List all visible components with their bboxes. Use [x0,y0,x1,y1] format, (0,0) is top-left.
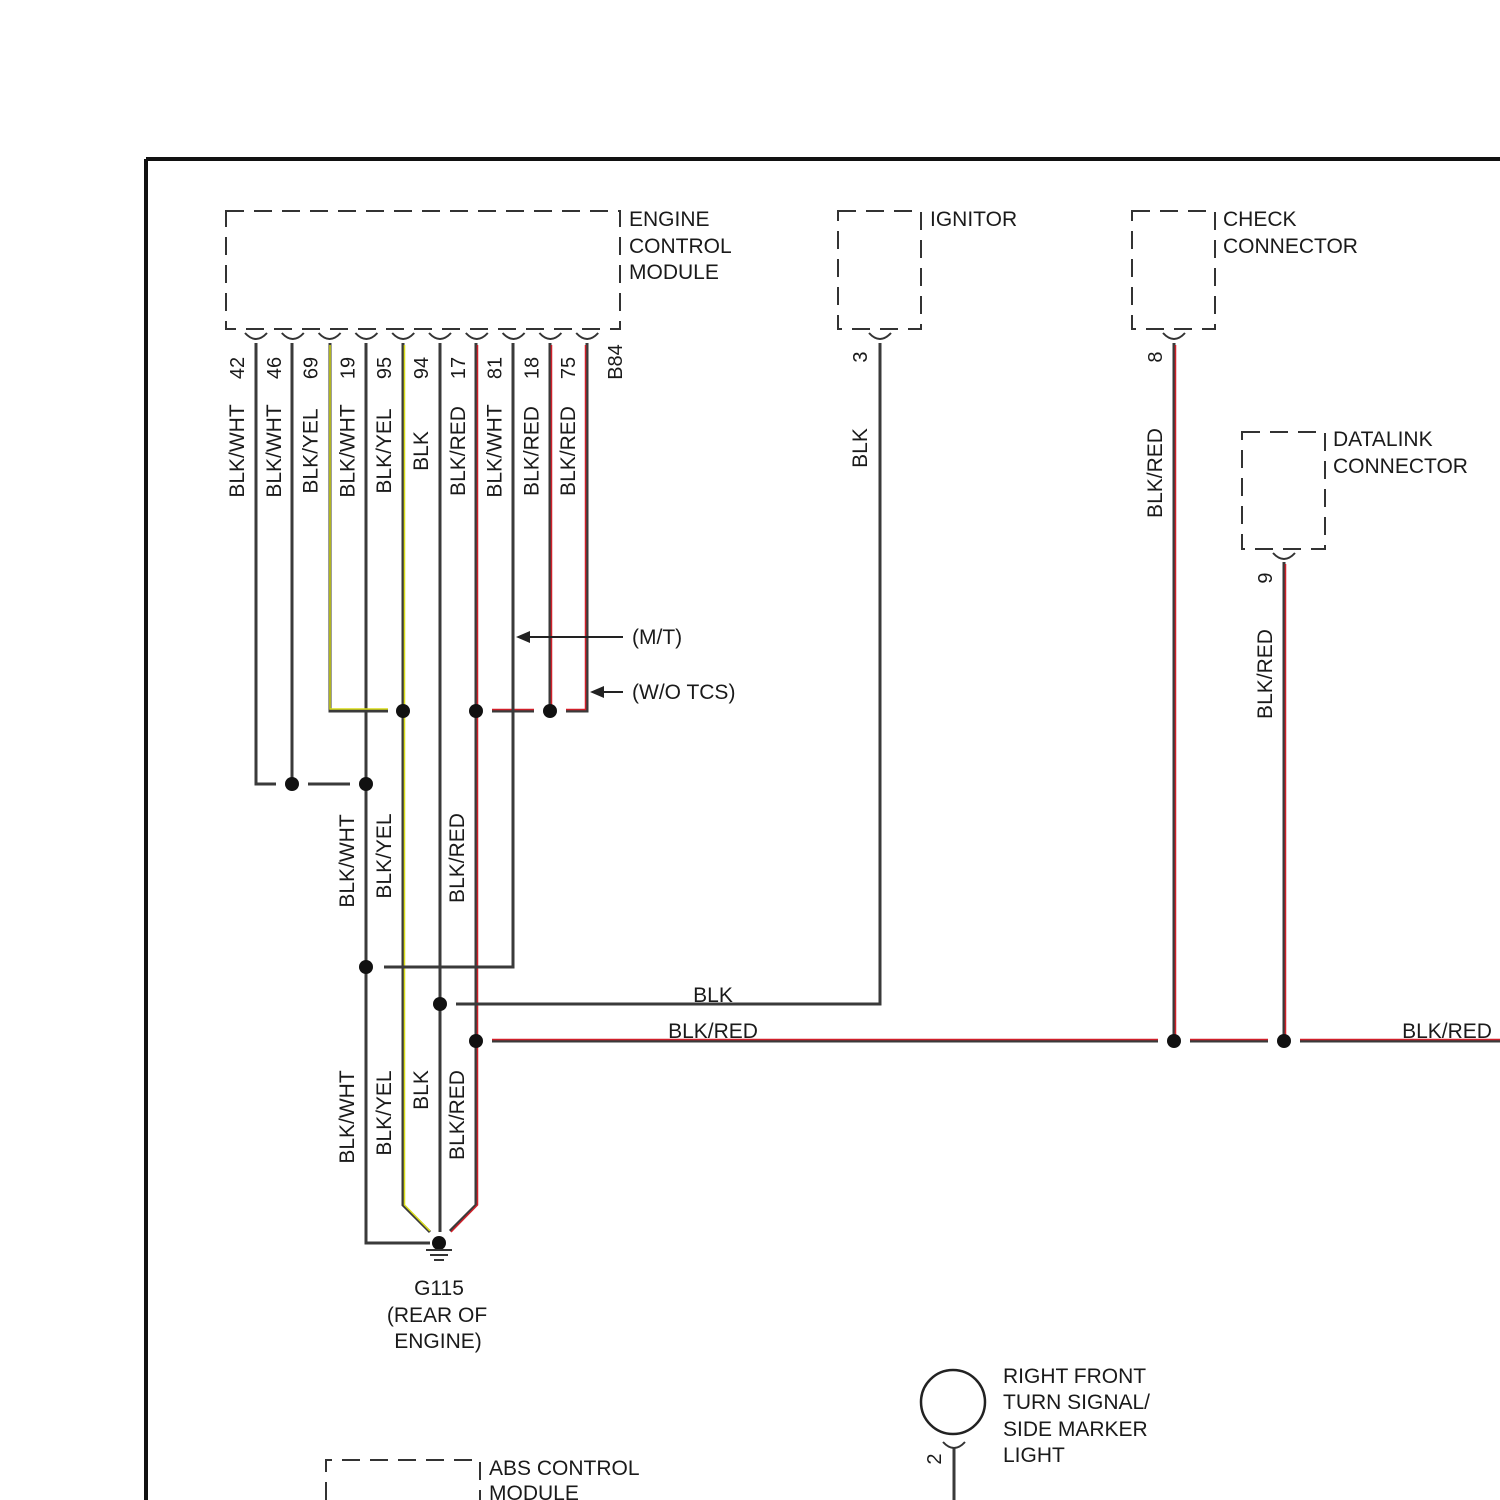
light-bulb-icon [921,1370,985,1434]
arrow-wotcs-head [590,686,604,698]
note-mt-text: (M/T) [632,626,682,649]
splice-dot [433,997,447,1011]
datalink-connector-box [1242,432,1325,549]
ecm-pin-number: 95 [374,357,396,379]
ecm-wire-label: BLK/WHT [226,404,249,498]
splice-dot [469,704,483,718]
ecm-pin-number: 75 [558,357,580,379]
check-wire-label: BLK/RED [1144,428,1167,518]
ground-symbol-g115 [426,1236,452,1260]
ecm-wire-label: BLK/YEL [300,408,323,493]
light-label-4: LIGHT [1003,1444,1065,1467]
bus-label-blk: BLK [693,984,733,1007]
ecm-pin-number: 81 [485,357,507,379]
splice-dot [285,777,299,791]
ecm-wire-label: BLK/RED [557,406,580,496]
ecm-pin-number: 18 [521,357,543,379]
wire-69-tracer [330,345,388,709]
wire-75 [566,343,587,711]
ecm-pin-cap [355,333,377,339]
ecm-pin-number: 94 [411,357,433,379]
lower-wire-label: BLK [410,1070,433,1110]
light-label-1: RIGHT FRONT [1003,1365,1146,1388]
datalink-label-2: CONNECTOR [1333,455,1468,478]
ecm-pin-number: 17 [448,357,470,379]
light-pin-number: 2 [924,1453,946,1464]
splice-dot [469,1034,483,1048]
abs-module-box [326,1460,480,1500]
ecm-pin-cap [539,333,561,339]
ecm-box [226,211,620,329]
ecm-pin-cap [503,333,525,339]
note-mt: (M/T) [516,626,682,649]
ecm-pin-cap [392,333,414,339]
arrow-mt-head [516,631,530,643]
ignitor-wire-label: BLK [849,428,872,468]
check-connector-box [1132,211,1215,329]
ecm-wire-label: BLK/WHT [484,404,507,498]
ecm-connector-id: B84 [605,344,627,380]
splice-dot [359,777,373,791]
ecm-wire-label: BLK [410,431,433,471]
ecm-pin-cap [466,333,488,339]
ground-label-3: ENGINE) [394,1330,482,1353]
check-label-2: CONNECTOR [1223,235,1358,258]
datalink-pin-number: 9 [1255,572,1277,583]
note-wotcs: (W/O TCS) [590,681,735,704]
ecm-pin-number: 69 [301,357,323,379]
ignitor-pin-number: 3 [850,351,872,362]
ecm-wire-label: BLK/RED [520,406,543,496]
lower-wire-label: BLK/YEL [373,1070,396,1155]
lower-wire-label: BLK/RED [446,813,469,903]
ecm-label-3: MODULE [629,261,719,284]
ecm-pin-cap [319,333,341,339]
wire-75-tracer [566,345,586,710]
ecm-pin-number: 19 [337,357,359,379]
ecm-wire-label: BLK/WHT [263,404,286,498]
note-wotcs-text: (W/O TCS) [632,681,735,704]
splice-dot [1167,1034,1181,1048]
light-label-2: TURN SIGNAL/ [1003,1391,1150,1414]
ground-dot [432,1236,446,1250]
abs-label-2: MODULE [489,1482,579,1500]
ground-label-1: G115 [414,1277,464,1300]
wire-69 [330,343,388,711]
lower-wire-label: BLK/RED [446,1070,469,1160]
ecm-pin-cap [576,333,598,339]
ecm-pin-cap [282,333,304,339]
splice-dot [1277,1034,1291,1048]
ecm-pin-cap [245,333,267,339]
lower-wire-label: BLK/WHT [336,1070,359,1164]
check-label-1: CHECK [1223,208,1297,231]
check-pin-cap [1163,333,1185,339]
light-pin-cap [943,1442,965,1448]
splice-dot [543,704,557,718]
datalink-label-1: DATALINK [1333,428,1433,451]
ignitor-pin-cap [869,333,891,339]
ecm-pin-number: 46 [264,357,286,379]
ignitor-label: IGNITOR [930,208,1017,231]
ground-label-2: (REAR OF [387,1304,487,1327]
ecm-label-1: ENGINE [629,208,710,231]
ecm-pin-number: 42 [227,357,249,379]
lower-wire-label: BLK/YEL [373,813,396,898]
check-pin-number: 8 [1145,351,1167,362]
ecm-wire-label: BLK/YEL [373,408,396,493]
datalink-wire-label: BLK/RED [1254,629,1277,719]
ecm-pin-cap [429,333,451,339]
abs-label-1: ABS CONTROL [489,1457,640,1480]
lower-wire-label: BLK/WHT [336,814,359,908]
ecm-wire-label: BLK/WHT [336,404,359,498]
ecm-label-2: CONTROL [629,235,732,258]
ignitor-box [838,211,921,329]
ecm-wire-label: BLK/RED [447,406,470,496]
bus-label-blkred: BLK/RED [668,1020,758,1043]
bus-label-blkred-right: BLK/RED [1402,1020,1492,1043]
datalink-pin-cap [1273,553,1295,559]
light-label-3: SIDE MARKER [1003,1418,1148,1441]
splice-dot [359,960,373,974]
splice-dot [396,704,410,718]
